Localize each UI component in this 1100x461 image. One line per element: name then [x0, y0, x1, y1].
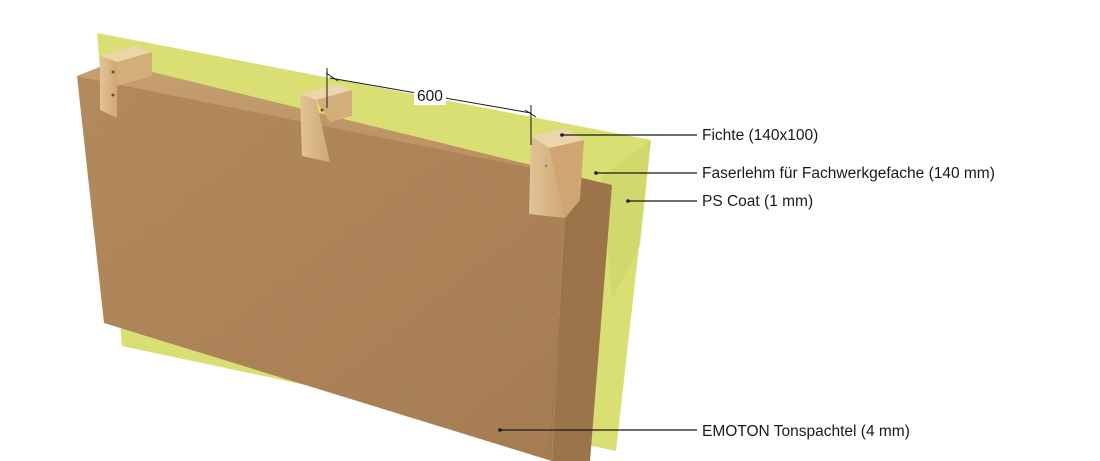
ps-coat-membrane-edge — [602, 140, 651, 300]
timber-stud-right — [529, 128, 584, 218]
dimension-label: 600 — [414, 89, 446, 105]
label-faserlehm: Faserlehm für Fachwerkgefache (140 mm) — [702, 165, 995, 182]
label-fichte: Fichte (140x100) — [702, 127, 819, 144]
timber-stud-middle — [300, 84, 352, 162]
clay-board-side — [552, 175, 612, 461]
label-ps-coat: PS Coat (1 mm) — [702, 193, 814, 210]
label-emoton: EMOTON Tonspachtel (4 mm) — [702, 423, 910, 440]
timber-stud-left — [100, 46, 152, 118]
clay-board-top — [77, 62, 612, 185]
leader-lines — [500, 134, 697, 431]
